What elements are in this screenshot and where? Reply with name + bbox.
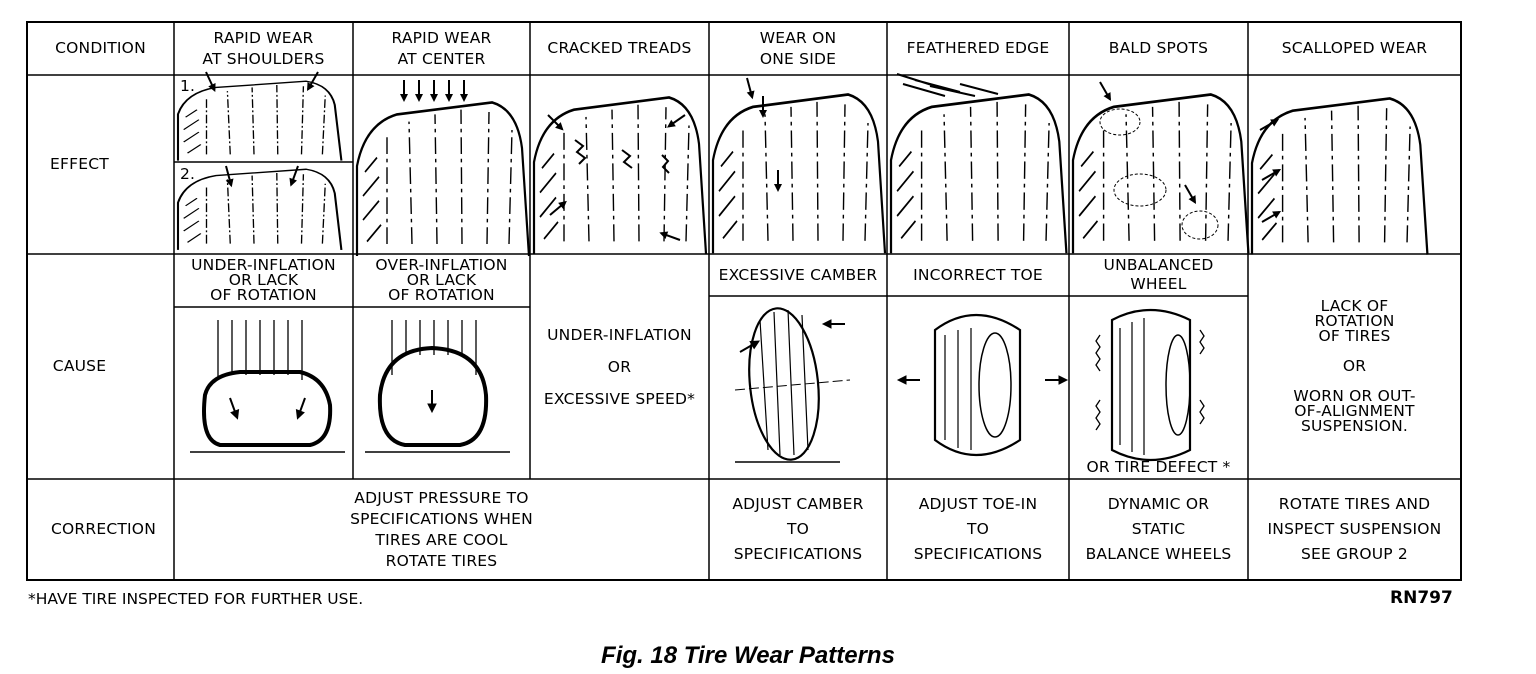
effect-bald-spots xyxy=(1071,79,1250,255)
correction-row-label: CORRECTION xyxy=(50,520,156,538)
cause-cracked: UNDER-INFLATION OR EXCESSIVE SPEED* xyxy=(543,325,696,408)
condition-rapid-wear-shoulders: RAPID WEAR AT SHOULDERS xyxy=(202,28,325,68)
cause-lack-of-rotation: LACK OF ROTATION OF TIRES OR WORN OR OUT… xyxy=(1293,297,1416,435)
condition-cracked-treads: CRACKED TREADS xyxy=(547,39,692,57)
correction-adjust-pressure: ADJUST PRESSURE TO SPECIFICATIONS WHEN T… xyxy=(350,488,533,570)
effect-row-label: EFFECT xyxy=(50,155,109,173)
table-grid xyxy=(26,21,1462,581)
cause-incorrect-toe: INCORRECT TOE xyxy=(913,265,1043,284)
correction-adjust-toe: ADJUST TOE-IN TO SPECIFICATIONS xyxy=(913,495,1043,563)
effect-shoulder-wear-1 xyxy=(176,69,343,162)
cause-unbalanced-wheel: UNBALANCED WHEEL xyxy=(1103,256,1214,293)
cause-camber-tire xyxy=(734,307,851,463)
cause-excessive-camber: EXCESSIVE CAMBER xyxy=(718,265,878,284)
condition-wear-one-side: WEAR ON ONE SIDE xyxy=(759,28,837,68)
cause-toe-tire xyxy=(897,313,1068,457)
condition-scalloped-wear: SCALLOPED WEAR xyxy=(1281,39,1428,57)
condition-feathered-edge: FEATHERED EDGE xyxy=(906,39,1050,57)
effect-marker-2: 2. xyxy=(180,164,196,183)
cause-unbalanced-tire xyxy=(1095,308,1205,462)
effect-scalloped-wear xyxy=(1250,97,1429,256)
effect-feathered-edge xyxy=(889,73,1068,255)
cause-over-inflation-cross-section xyxy=(365,320,510,453)
effect-cracked-treads xyxy=(532,96,708,255)
figure-caption: Fig. 18 Tire Wear Patterns xyxy=(601,642,895,669)
cause-tire-defect: OR TIRE DEFECT * xyxy=(1086,457,1231,476)
correction-balance-wheels: DYNAMIC OR STATIC BALANCE WHEELS xyxy=(1085,495,1232,563)
correction-adjust-camber: ADJUST CAMBER TO SPECIFICATIONS xyxy=(732,495,864,563)
condition-bald-spots: BALD SPOTS xyxy=(1108,39,1209,57)
condition-header: CONDITION xyxy=(55,39,146,57)
effect-center-wear xyxy=(355,79,531,258)
cause-over-inflation: OVER-INFLATION OR LACK OF ROTATION xyxy=(375,256,508,304)
condition-rapid-wear-center: RAPID WEAR AT CENTER xyxy=(391,28,492,68)
effect-marker-1: 1. xyxy=(180,76,196,95)
footnote: *HAVE TIRE INSPECTED FOR FURTHER USE. xyxy=(28,590,364,608)
figure-id: RN797 xyxy=(1390,588,1453,608)
effect-one-side-wear xyxy=(711,75,887,255)
cause-row-label: CAUSE xyxy=(52,357,107,375)
cause-under-inflation-cross-section xyxy=(190,320,345,453)
correction-rotate-tires: ROTATE TIRES AND INSPECT SUSPENSION SEE … xyxy=(1267,495,1442,563)
cause-under-inflation: UNDER-INFLATION OR LACK OF ROTATION xyxy=(191,256,336,304)
effect-shoulder-wear-2 xyxy=(176,163,343,251)
